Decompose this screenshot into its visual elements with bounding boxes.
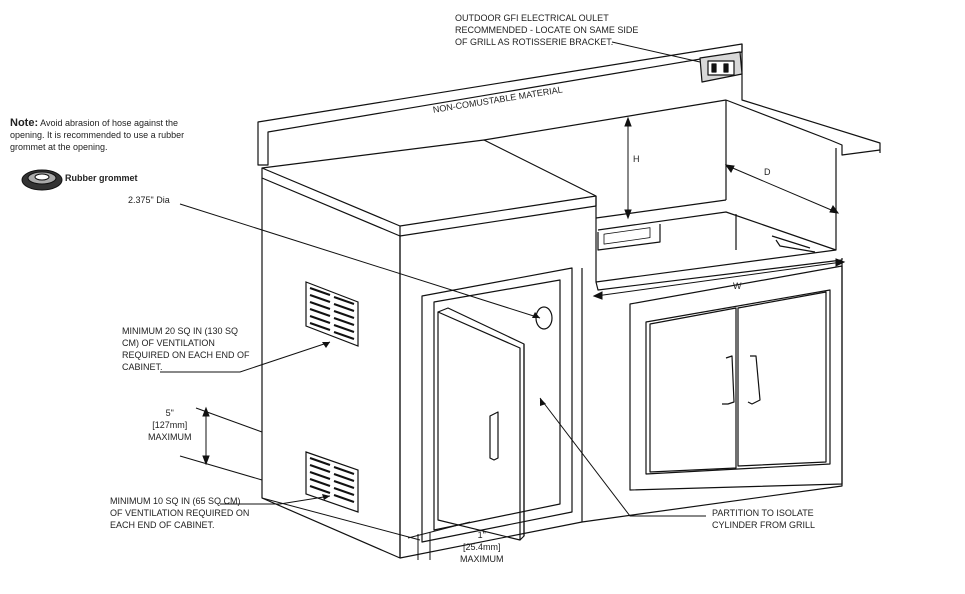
outlet-note: OUTDOOR GFI ELECTRICAL OULET RECOMMENDED… [455,13,639,47]
double-door-frame [629,265,843,491]
dim-w-label: W [733,281,742,291]
max-1in-label: 1" [25.4mm] MAXIMUM [460,530,504,564]
door-frame [421,267,573,543]
partition-label: PARTITION TO ISOLATE CYLINDER FROM GRILL [712,508,816,530]
note-text: Avoid abrasion of hose against the openi… [10,118,185,152]
vent-lower [305,451,359,513]
vent-upper-label: MINIMUM 20 SQ IN (130 SQ CM) OF VENTILAT… [122,326,250,372]
double-door-handle-right [747,355,761,405]
max-5in-label: 5" [127mm] MAXIMUM [148,408,192,442]
dia-label: 2.375" Dia [128,195,170,205]
note-heading: Note: [10,117,39,129]
dim-h-label: H [633,154,640,164]
grommet-icon [21,169,63,191]
door-handle [489,411,499,461]
vent-upper [305,281,359,347]
vent-lower-label: MINIMUM 10 SQ IN (65 SQ CM) OF VENTILATI… [110,496,250,530]
open-door [437,311,521,541]
grommet-label: Rubber grommet [65,173,138,183]
dim-d-label: D [764,167,771,177]
note-block: Note: Avoid abrasion of hose against the… [10,117,210,153]
double-door-handle-left [722,355,735,405]
